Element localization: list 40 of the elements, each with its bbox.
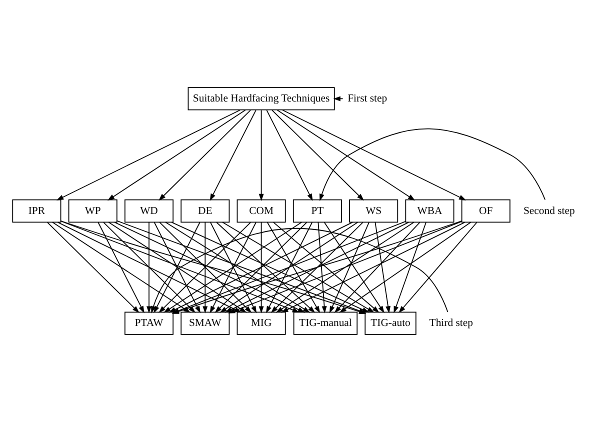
node-box: OF <box>461 198 510 222</box>
arrow <box>318 222 327 313</box>
arrow <box>272 109 364 200</box>
node-text: First step <box>348 92 388 104</box>
arrow <box>266 222 312 313</box>
node-box: WD <box>124 198 174 222</box>
node-text: Second step <box>523 204 575 216</box>
arrow <box>158 109 251 200</box>
arrow <box>210 109 256 200</box>
node-box: IPR <box>12 198 62 222</box>
arrow <box>270 222 364 312</box>
node-box: PTAW <box>124 311 174 334</box>
node-box: WP <box>68 198 118 222</box>
node-box: SMAW <box>180 311 230 334</box>
arrow <box>276 109 416 200</box>
arrow <box>394 222 426 313</box>
node-text: Third step <box>429 316 473 329</box>
arrow <box>107 109 246 200</box>
node-box: PT <box>292 198 342 222</box>
node-box: MIG <box>236 311 286 334</box>
arrow <box>258 222 264 313</box>
arrow <box>56 109 241 200</box>
arrow <box>398 222 478 313</box>
arrow <box>319 128 546 201</box>
node-box: WS <box>349 198 398 222</box>
arrow <box>47 222 140 312</box>
arrow <box>258 109 264 201</box>
arrow <box>146 222 152 313</box>
arrow <box>202 222 208 313</box>
node-box: TIG-auto <box>364 311 416 334</box>
arrow <box>98 222 144 313</box>
node-box: TIG-manual <box>293 311 358 334</box>
node-box: WBA <box>405 198 454 222</box>
node-box: DE <box>180 198 230 222</box>
arrow <box>267 222 320 313</box>
node-box: COM <box>236 198 286 222</box>
node-box: Suitable Hardfacing Techniques <box>188 86 335 110</box>
arrow <box>374 222 391 313</box>
arrow <box>266 109 313 200</box>
arrow <box>282 109 466 200</box>
